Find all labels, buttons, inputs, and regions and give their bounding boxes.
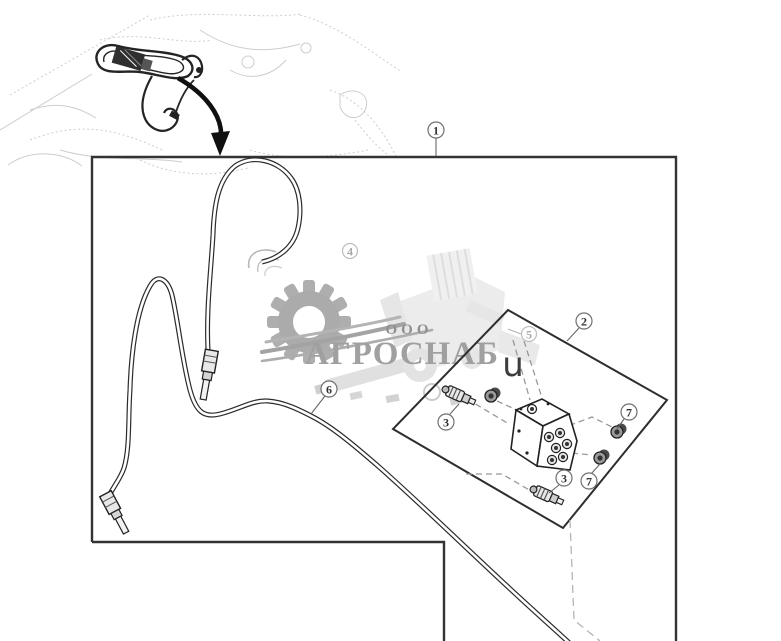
callout-6: 6 xyxy=(320,380,338,398)
watermark-stray-mark: u xyxy=(502,345,524,385)
faint-machine-sketch xyxy=(0,13,403,175)
fitting-3-upper xyxy=(441,385,477,406)
subassembly-frame xyxy=(391,308,669,530)
callout-leaders xyxy=(310,138,625,494)
valve-block-ports xyxy=(543,427,573,466)
callout-1-label: 1 xyxy=(433,124,439,138)
callout-3-upper-label: 3 xyxy=(443,416,449,430)
callout-2: 2 xyxy=(575,312,593,330)
callout-3-lower-label: 3 xyxy=(561,472,567,486)
callout-5-label: 5 xyxy=(526,328,532,342)
hose-valve-block-inset xyxy=(111,46,153,72)
callout-1: 1 xyxy=(427,121,445,139)
highlighted-hose-inset xyxy=(95,43,204,132)
fitting-3-lower xyxy=(529,485,565,506)
callout-5: 5 xyxy=(520,325,538,343)
direction-arrow xyxy=(176,76,230,156)
callout-7-lower: 7 xyxy=(580,472,598,490)
callout-6-label: 6 xyxy=(326,383,332,397)
watermark-company-prefix: ООО xyxy=(385,322,432,338)
hose-upper-fitting xyxy=(199,348,220,401)
callout-4-label: 4 xyxy=(347,245,353,259)
hose-long xyxy=(98,276,571,641)
detail-frame xyxy=(90,155,678,641)
valve-block xyxy=(510,398,578,471)
plug-block-top xyxy=(484,387,501,403)
callout-7-lower-label: 7 xyxy=(586,475,592,489)
hose-long-fitting xyxy=(98,489,130,535)
plug-7-lower xyxy=(593,449,610,465)
plug-7-upper xyxy=(610,423,627,439)
watermark-gear-icon xyxy=(260,280,434,364)
callout-3-lower: 3 xyxy=(555,469,573,487)
callout-2-label: 2 xyxy=(581,315,587,329)
watermark-company-name: АГРОСНАБ xyxy=(305,336,499,372)
hose-upper xyxy=(199,157,303,401)
callout-7-upper-label: 7 xyxy=(626,406,632,420)
callout-4: 4 xyxy=(341,242,359,260)
callout-3-upper: 3 xyxy=(437,413,455,431)
callout-7-upper: 7 xyxy=(620,403,638,421)
